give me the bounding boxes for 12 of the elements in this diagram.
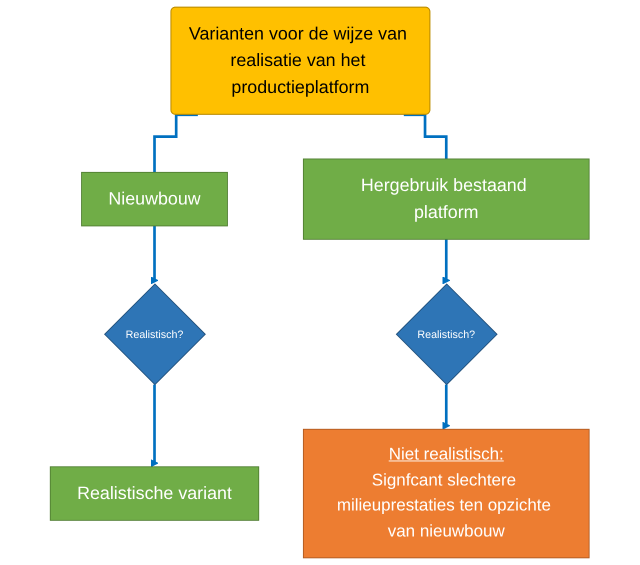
node-box: Nieuwbouw: [81, 172, 228, 226]
arrow: [150, 383, 159, 468]
connector: [404, 113, 448, 160]
arrow: [150, 224, 159, 284]
node-box: Hergebruik bestaand platform: [303, 158, 590, 240]
node-box: Niet realistisch: Signfcant slechtere milieuprestaties ten opzichte van nieuwbouw: [303, 428, 590, 558]
connector: [153, 113, 198, 174]
node-diamond: Realistisch?: [396, 283, 498, 386]
node-box: Realistische variant: [50, 466, 260, 521]
node-diamond: Realistisch?: [104, 283, 206, 386]
arrow: [442, 238, 450, 284]
arrow: [442, 383, 450, 430]
